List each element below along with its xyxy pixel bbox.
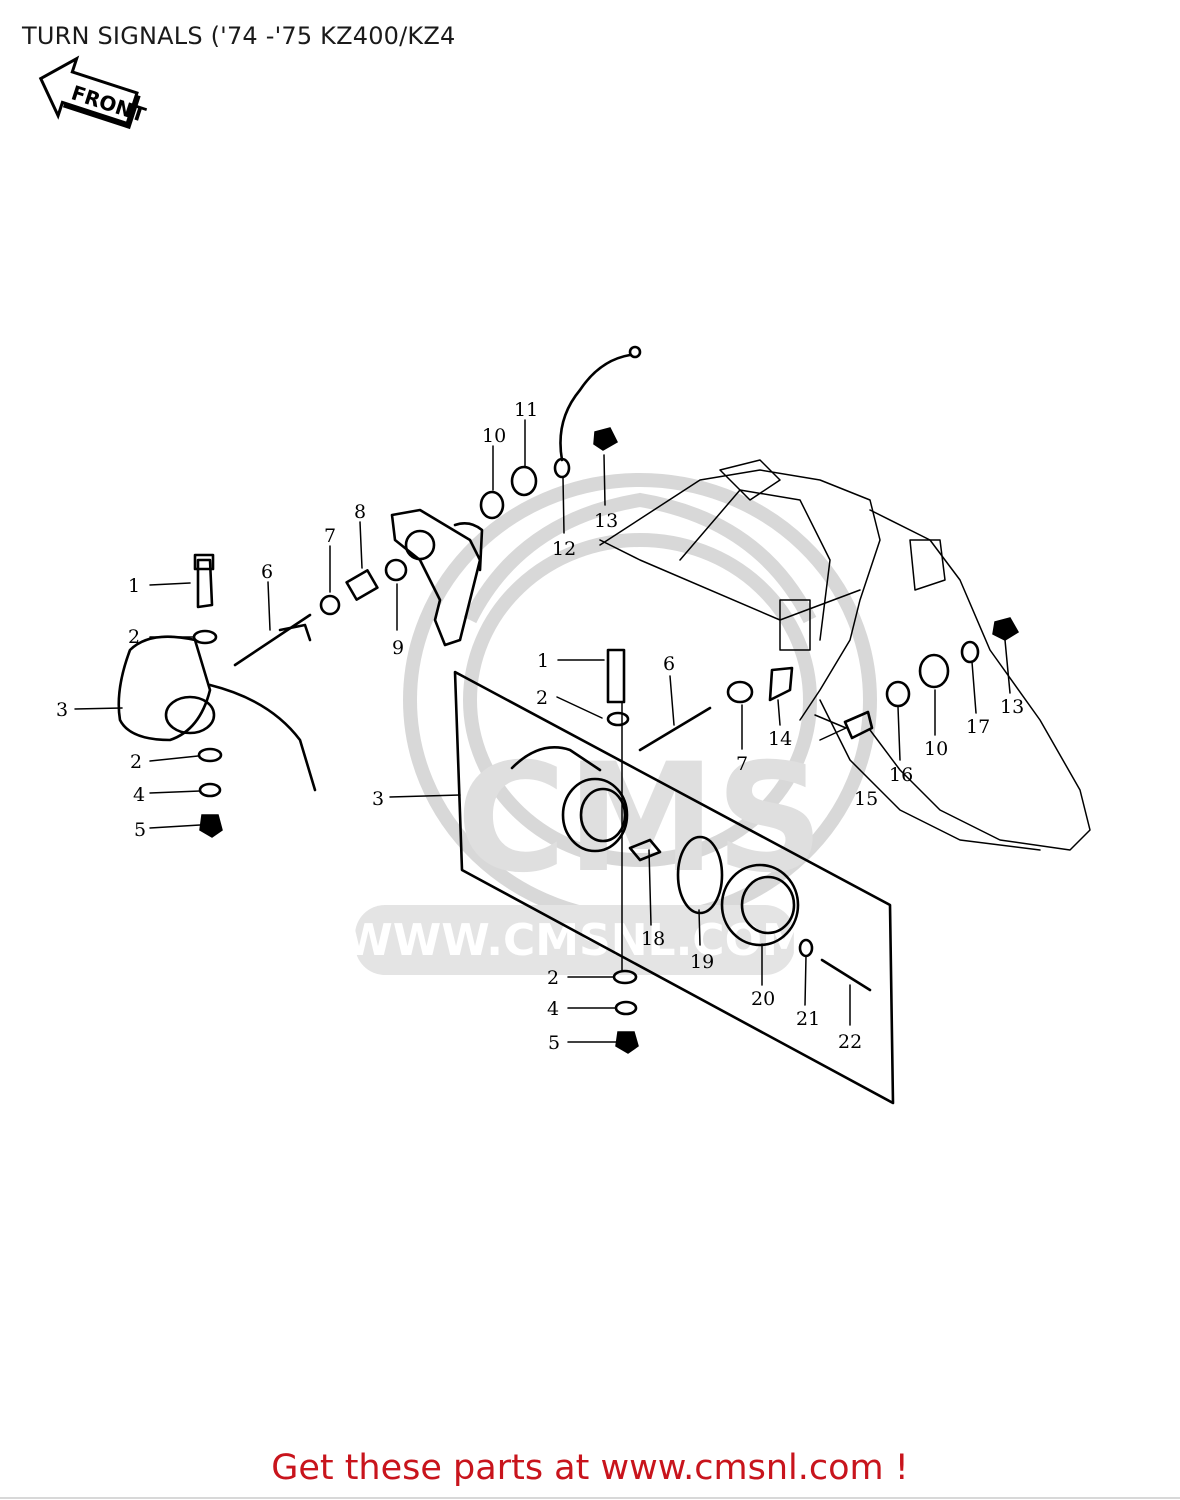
callout-16: 16 xyxy=(889,764,913,786)
callout-3: 3 xyxy=(56,699,68,721)
callout-10: 10 xyxy=(482,425,506,447)
front-arrow-icon: FRONT xyxy=(38,55,149,130)
callout-2: 2 xyxy=(547,967,559,989)
rear-frame-outline xyxy=(599,459,1091,851)
callout-8: 8 xyxy=(354,501,366,523)
callout-5: 5 xyxy=(134,819,146,841)
callout-1: 1 xyxy=(128,575,140,597)
watermark-logo: CMS WWW.CMSNL.COM xyxy=(344,473,877,975)
callout-10: 10 xyxy=(924,738,948,760)
callout-20: 20 xyxy=(751,988,775,1010)
callout-12: 12 xyxy=(552,538,576,560)
watermark-cms-text: CMS xyxy=(456,732,823,906)
callout-7: 7 xyxy=(324,525,336,547)
callout-1: 1 xyxy=(537,650,549,672)
right-turn-signal-box xyxy=(453,648,895,1105)
callout-2: 2 xyxy=(130,751,142,773)
callout-19: 19 xyxy=(690,951,714,973)
footer-divider xyxy=(0,1497,1180,1499)
callout-5: 5 xyxy=(548,1032,560,1054)
mounting-hardware-stack xyxy=(479,345,642,520)
footer-shop-link[interactable]: Get these parts at www.cmsnl.com ! xyxy=(271,1448,909,1488)
callout-17: 17 xyxy=(966,716,990,738)
callout-7: 7 xyxy=(736,753,748,775)
callout-11: 11 xyxy=(514,399,538,421)
exploded-parts-diagram: CMS WWW.CMSNL.COM FRONT xyxy=(38,55,1091,1105)
callout-21: 21 xyxy=(796,1008,820,1030)
fender-hardware-group xyxy=(843,617,1020,740)
callout-9: 9 xyxy=(392,637,404,659)
callout-2: 2 xyxy=(128,626,140,648)
watermark-url-text: WWW.CMSNL.COM xyxy=(344,915,806,966)
callout-3: 3 xyxy=(372,788,384,810)
callout-4: 4 xyxy=(133,784,145,806)
leader-lines xyxy=(74,419,1011,1043)
callout-18: 18 xyxy=(641,928,665,950)
callout-13: 13 xyxy=(594,510,618,532)
callout-13: 13 xyxy=(1000,696,1024,718)
mount-bracket xyxy=(390,508,484,647)
left-turn-signal-assembly xyxy=(117,553,408,838)
callout-15: 15 xyxy=(854,788,878,810)
callout-2: 2 xyxy=(536,687,548,709)
callout-labels: 1 2 3 2 4 5 6 7 8 9 10 11 12 13 1 2 3 6 … xyxy=(56,399,1024,1054)
callout-14: 14 xyxy=(768,728,792,750)
callout-6: 6 xyxy=(261,561,273,583)
callout-22: 22 xyxy=(838,1031,862,1053)
callout-4: 4 xyxy=(547,998,559,1020)
page-title: TURN SIGNALS ('74 -'75 KZ400/KZ4 xyxy=(22,22,456,50)
callout-6: 6 xyxy=(663,653,675,675)
